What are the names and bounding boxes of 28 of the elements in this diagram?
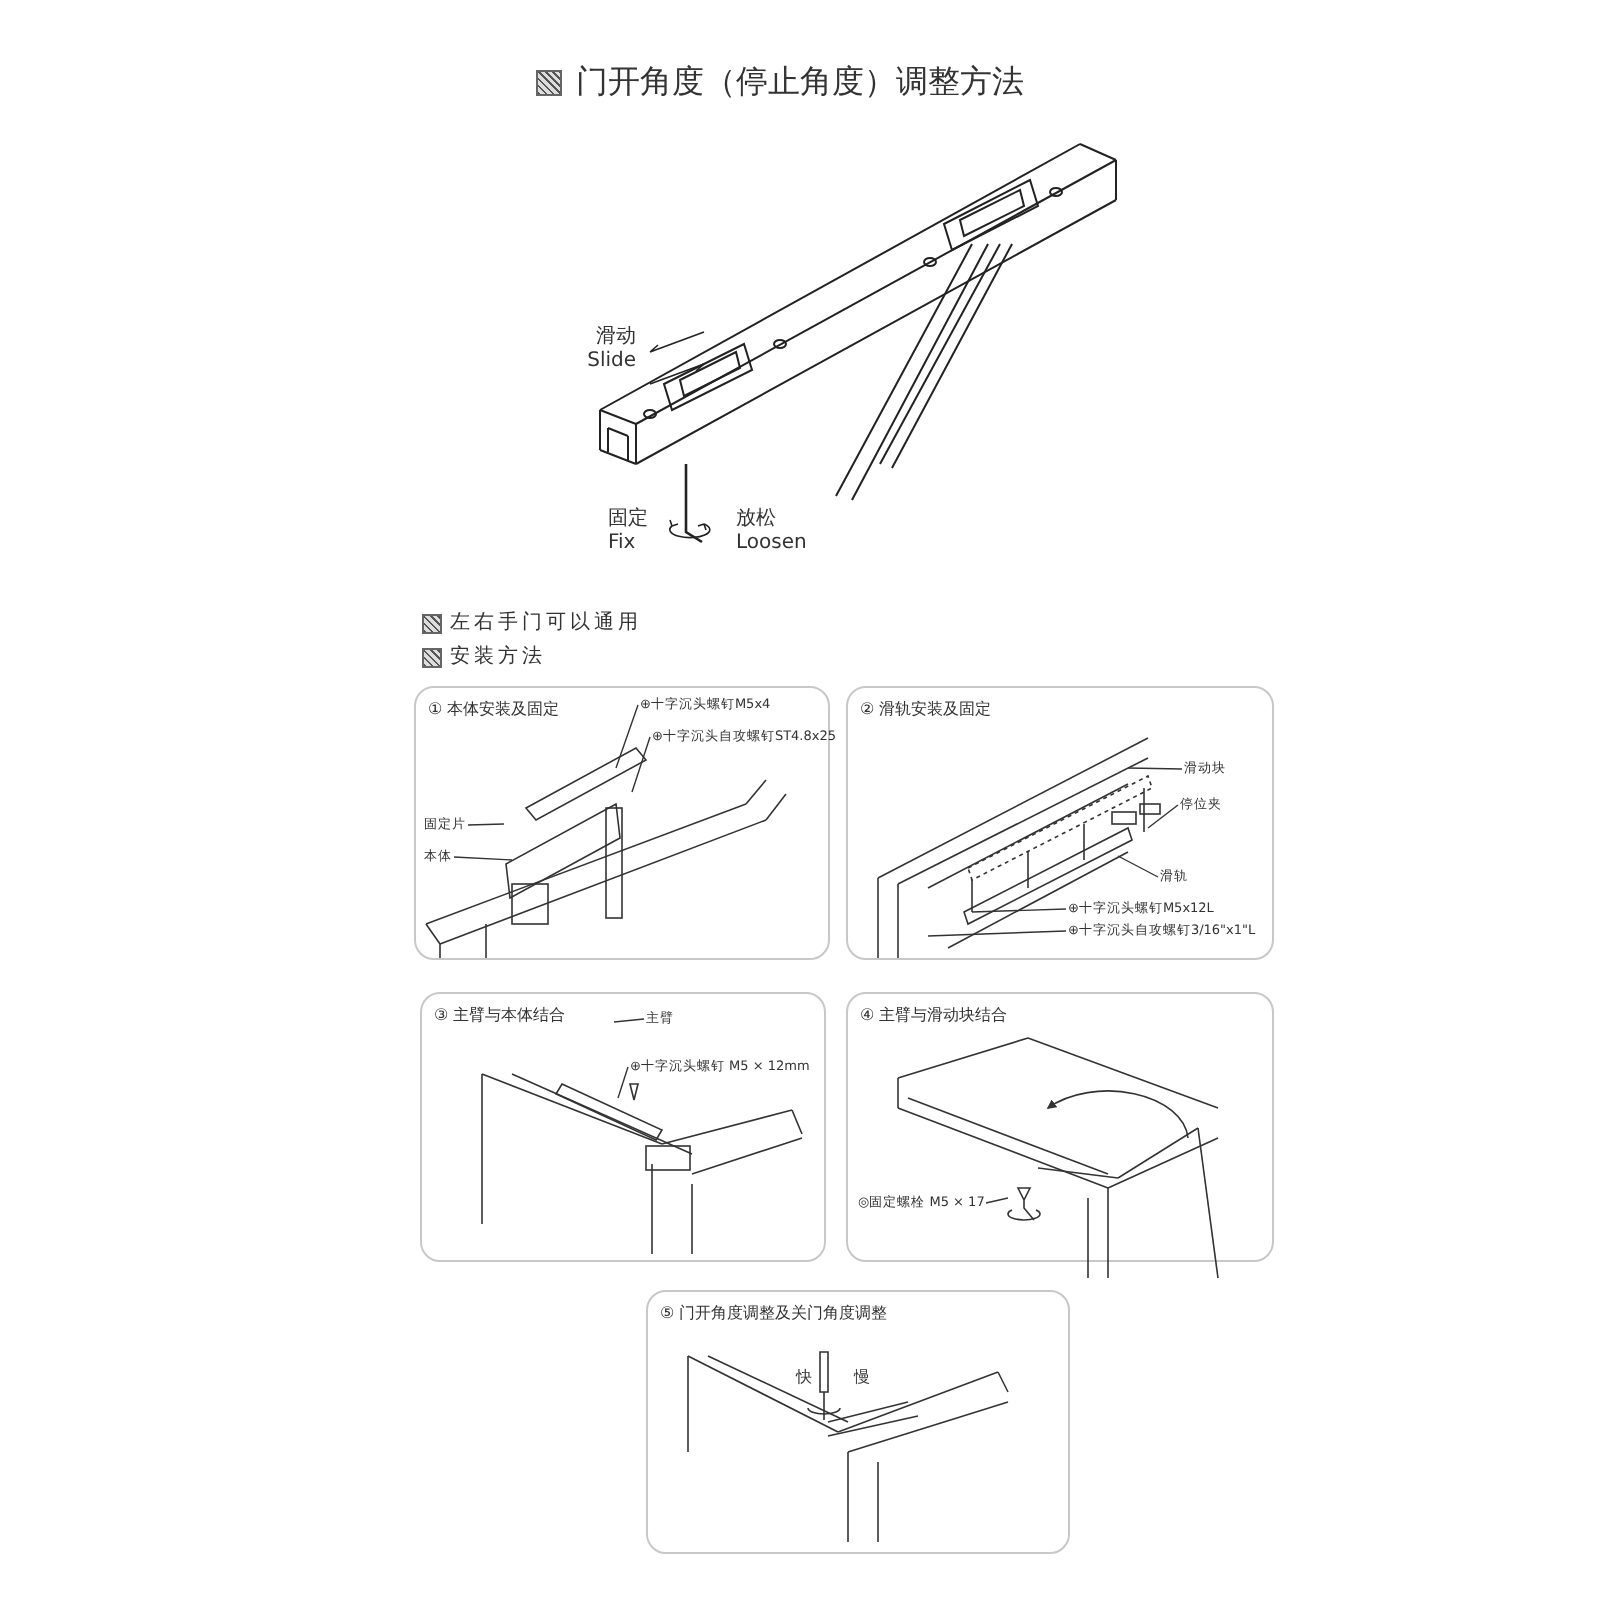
- leader-line: [613, 1018, 645, 1023]
- leader-line: [617, 1066, 629, 1099]
- step-heading: ② 滑轨安装及固定: [860, 698, 992, 720]
- leader-line: [927, 930, 1067, 937]
- step-panel: [420, 992, 826, 1262]
- leader-line: [985, 1197, 1009, 1204]
- leader-line: [971, 908, 1067, 913]
- step-heading: ③ 主臂与本体结合: [434, 1004, 566, 1026]
- section-heading: 左右手门可以通用: [450, 612, 644, 636]
- step-heading: ④ 主臂与滑动块结合: [860, 1004, 1008, 1026]
- leader-line: [631, 736, 651, 793]
- speed-label: 快: [796, 1366, 814, 1390]
- step-panel: [846, 686, 1274, 960]
- leader-line: [467, 823, 505, 826]
- diagram-title: 门开角度（停止角度）调整方法: [576, 62, 1024, 104]
- leader-line: [1127, 767, 1183, 770]
- leader-line: [453, 856, 513, 861]
- loosen-label: 放松 Loosen: [736, 508, 809, 556]
- speed-label: 慢: [854, 1366, 872, 1390]
- step-panel: [646, 1290, 1070, 1554]
- step-heading: ① 本体安装及固定: [428, 698, 560, 720]
- fix-label: 固定 Fix: [608, 508, 650, 556]
- section-heading: 安装方法: [450, 646, 548, 670]
- leader-line: [1147, 804, 1179, 829]
- step-heading: ⑤ 门开角度调整及关门角度调整: [660, 1302, 888, 1324]
- leader-line: [1117, 855, 1159, 878]
- leader-line: [615, 704, 639, 769]
- slide-label: 滑动 Slide: [585, 326, 636, 374]
